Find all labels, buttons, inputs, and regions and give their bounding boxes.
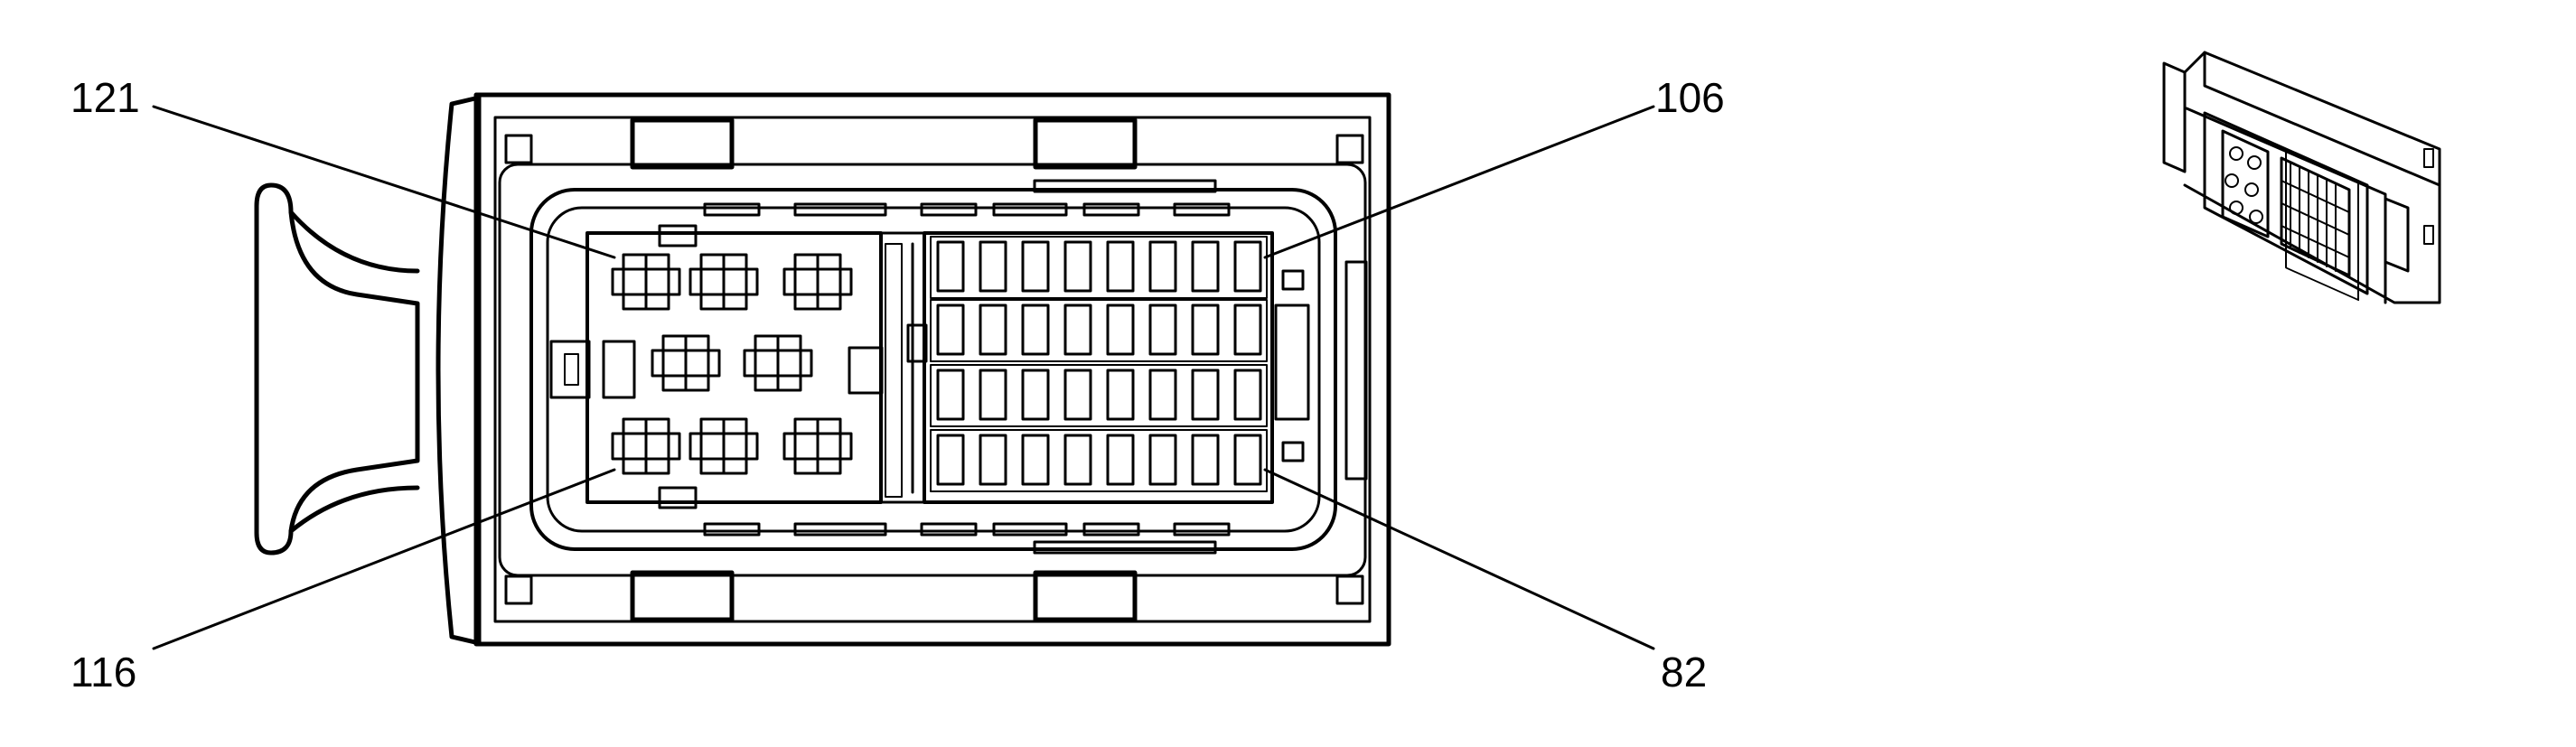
lock-tab-top-right (1033, 117, 1138, 170)
module-key-top (658, 224, 698, 247)
leader-121 (152, 105, 616, 259)
callout-121: 121 (70, 74, 140, 121)
callout-82: 82 (1661, 649, 1707, 696)
connector-housing-outer (473, 92, 1391, 647)
small-terminals (930, 236, 1268, 492)
callout-106: 106 (1655, 74, 1725, 121)
top-key-strips (703, 179, 1231, 217)
right-indicator-bottom (1281, 441, 1305, 462)
lock-tab-bottom-left (630, 570, 735, 622)
large-terminals (611, 253, 853, 475)
corner-tab-tr (1335, 134, 1364, 164)
leader-106 (1263, 105, 1655, 259)
connector-handle (254, 182, 420, 556)
leader-116 (152, 468, 616, 650)
leader-82 (1263, 468, 1655, 650)
lock-tab-top-left (630, 117, 735, 170)
connector-isometric-view (2162, 51, 2441, 304)
small-terminal-module (923, 231, 1274, 504)
latch-band (436, 95, 482, 646)
module-key-bottom (658, 486, 698, 509)
left-side-latch (549, 340, 591, 399)
seal-ring-outer (529, 188, 1337, 551)
handle-slot (288, 210, 420, 534)
right-indicator-top (1281, 269, 1305, 291)
large-terminal-module (585, 231, 883, 504)
bottom-key-strips (703, 522, 1231, 555)
right-side-rail (1274, 303, 1310, 421)
callout-116: 116 (70, 649, 136, 696)
lock-tab-bottom-right (1033, 570, 1138, 622)
corner-tab-tl (504, 134, 533, 164)
connector-housing-inner (493, 116, 1372, 623)
corner-tab-bl (504, 574, 533, 605)
corner-tab-br (1335, 574, 1364, 605)
seal-ring-inner (546, 206, 1321, 533)
